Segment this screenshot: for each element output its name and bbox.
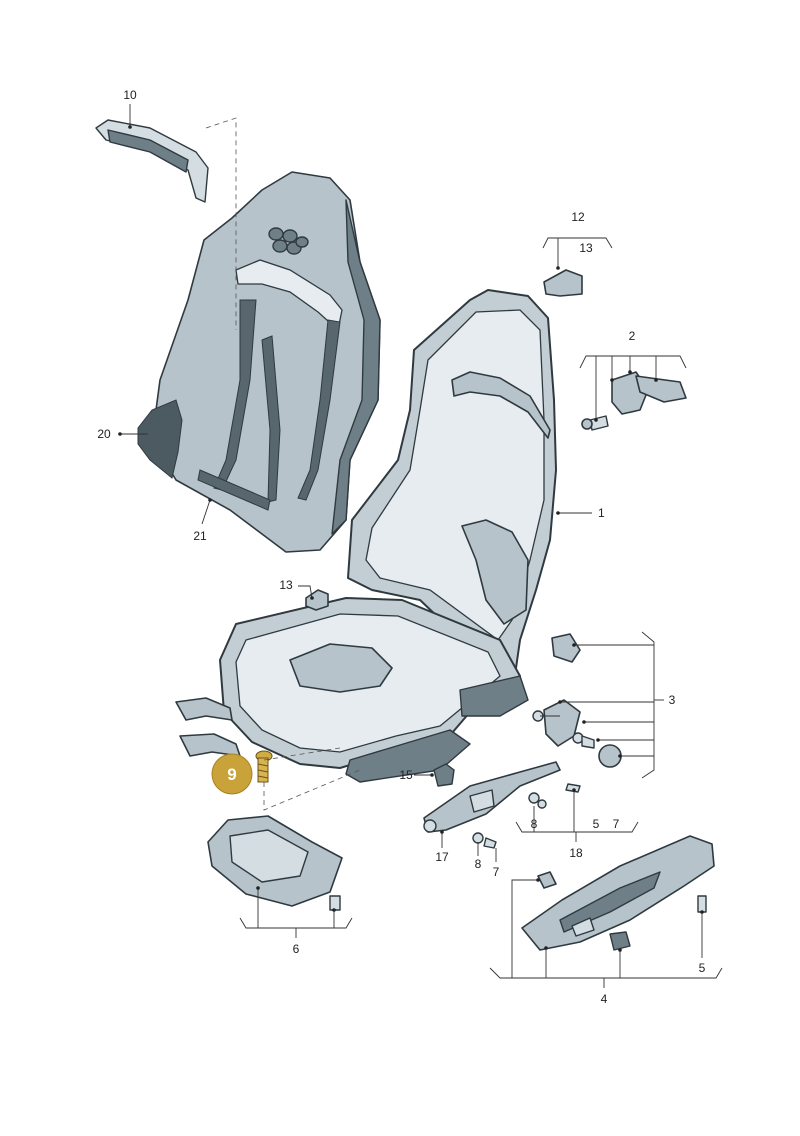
callout-15: 15	[399, 768, 413, 782]
part-6-lower-cover[interactable]	[207, 815, 343, 911]
part-12-clip[interactable]	[543, 269, 583, 297]
part-9-bolt[interactable]	[255, 750, 273, 783]
callout-5-lower: 5	[699, 961, 706, 975]
part-10-headrest-trim[interactable]	[95, 119, 209, 203]
callout-17: 17	[435, 850, 449, 864]
part-13-clip[interactable]	[305, 589, 329, 611]
callout-8-lower: 8	[475, 857, 482, 871]
callout-18: 18	[569, 846, 583, 860]
part-2-bracket[interactable]	[581, 371, 687, 431]
callout-8-upper: 8	[531, 817, 538, 831]
callout-12: 12	[571, 210, 585, 224]
part-9-highlight-badge[interactable]: 9	[211, 753, 253, 795]
callout-7-upper: 7	[613, 817, 620, 831]
callout-2: 2	[629, 329, 636, 343]
callout-21: 21	[193, 529, 207, 543]
part-1-seat-frame[interactable]	[347, 289, 557, 677]
part-4-side-trim[interactable]	[521, 835, 715, 951]
callout-13-top: 13	[579, 241, 593, 255]
callout-7-lower: 7	[493, 865, 500, 879]
callout-10: 10	[123, 88, 137, 102]
callout-4: 4	[601, 992, 608, 1006]
part-15-clip[interactable]	[433, 763, 455, 787]
callout-6: 6	[293, 942, 300, 956]
callout-5-upper: 5	[593, 817, 600, 831]
callout-13-lower: 13	[279, 578, 293, 592]
callout-1: 1	[598, 506, 605, 520]
part-18-screw-set[interactable]	[472, 783, 581, 849]
part-3-trim-set[interactable]	[532, 633, 622, 768]
callout-labels: 10 12 13 2 20 1 21 13 3 15 8 5 7 18 17 8…	[97, 88, 705, 1006]
seat-pan[interactable]	[175, 597, 529, 783]
callout-9: 9	[227, 765, 236, 784]
part-17-lever-bracket[interactable]	[423, 761, 561, 833]
leader-lines	[118, 104, 723, 988]
part-21-backrest-cover[interactable]	[137, 171, 381, 553]
callout-20: 20	[97, 427, 111, 441]
callout-3: 3	[669, 693, 676, 707]
